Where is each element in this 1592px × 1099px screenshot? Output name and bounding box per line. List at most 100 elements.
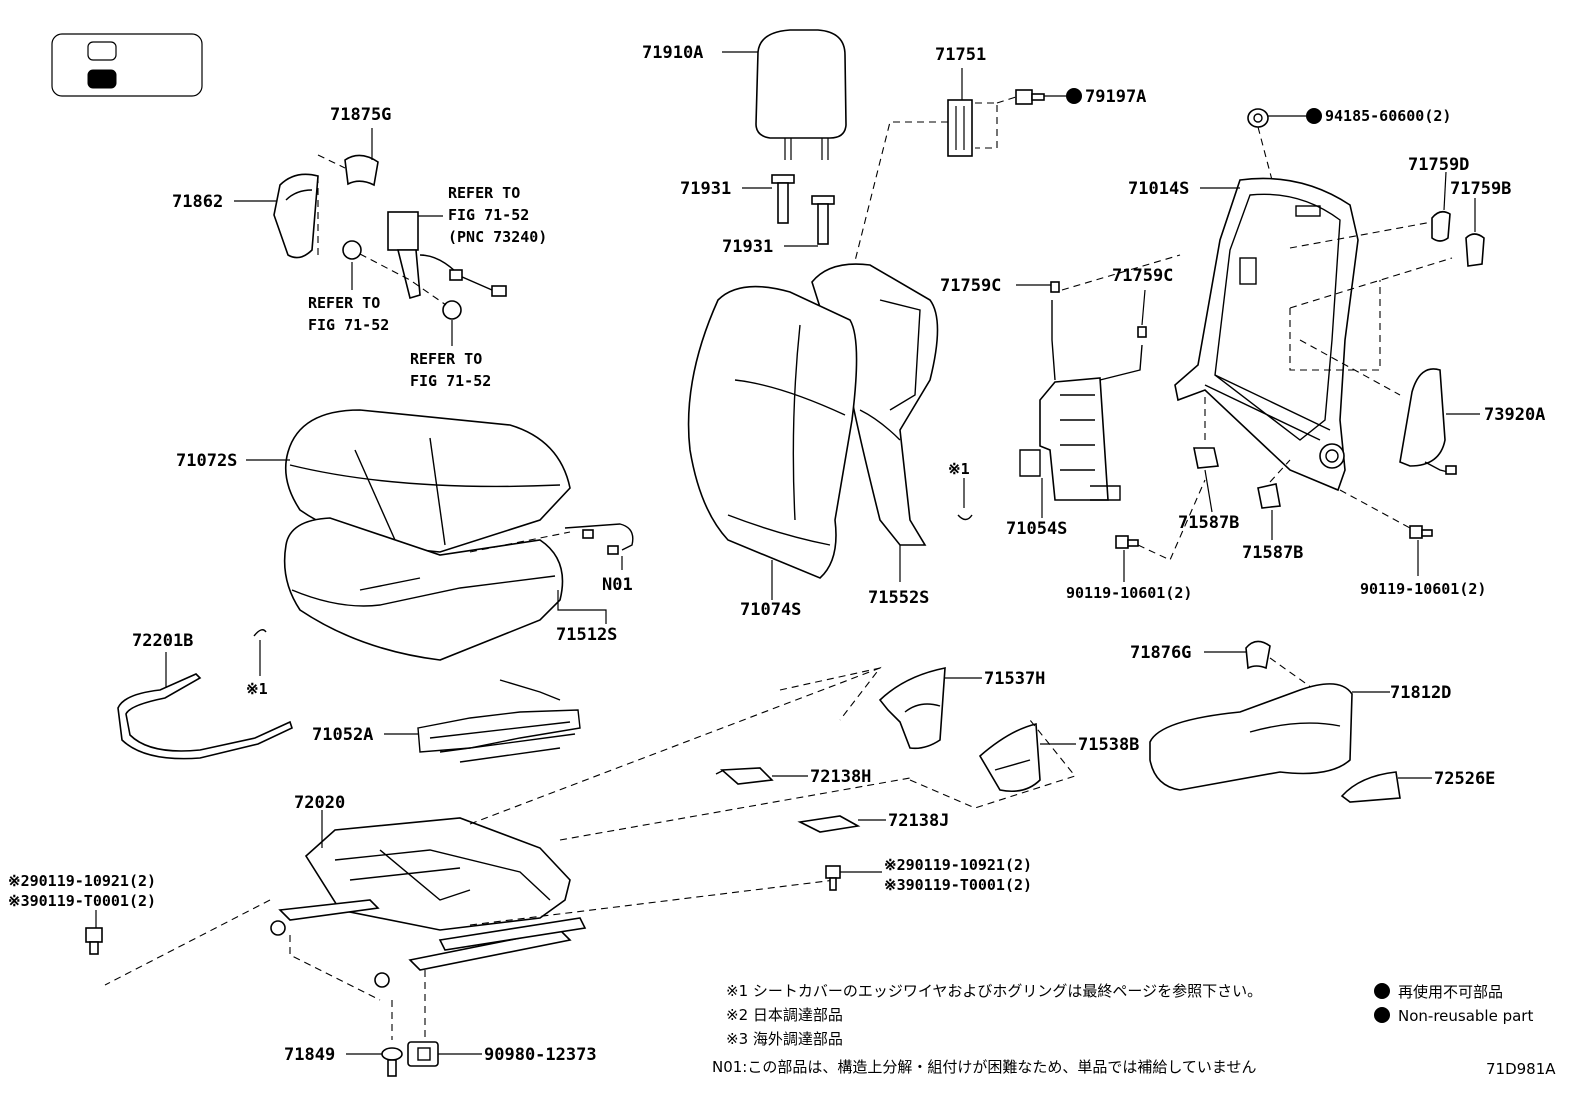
cover-72526E-part	[1340, 771, 1401, 803]
cover-71537H-part	[878, 667, 946, 750]
nut-94185-part	[1247, 108, 1269, 128]
label-71759D: 71759D	[1408, 155, 1469, 175]
label-left-290119: ※290119-10921(2)	[8, 872, 156, 890]
label-72526E: 72526E	[1434, 769, 1495, 789]
washer-part	[342, 240, 462, 320]
view-legend-box	[51, 33, 203, 97]
refer-label-2b: FIG 71-52	[308, 316, 389, 334]
wire-72201B-part	[117, 673, 293, 760]
note-1: ※1 シートカバーのエッジワイヤおよびホグリングは最終ページを参照下さい。	[726, 982, 1262, 1000]
bolt-79197A-part	[1015, 89, 1045, 105]
shield-71812D-part	[1149, 683, 1353, 791]
non-reusable-dot	[1306, 108, 1322, 124]
label-73920A: 73920A	[1484, 405, 1545, 425]
refer-label-1c: (PNC 73240)	[448, 228, 547, 246]
refer-label-1a: REFER TO	[448, 184, 520, 202]
label-71759C-b: 71759C	[1112, 266, 1173, 286]
label-71876G: 71876G	[1130, 643, 1191, 663]
legend-ja: 再使用不可部品	[1398, 983, 1503, 1001]
label-71552S: 71552S	[868, 588, 929, 608]
label-72138J: 72138J	[888, 811, 949, 831]
non-reusable-dot	[1066, 88, 1082, 104]
headrest-guide-part	[771, 174, 835, 245]
label-94185: 94185-60600(2)	[1325, 107, 1451, 125]
cover-71875G-part	[344, 154, 379, 187]
cover-71876G-part	[1245, 640, 1271, 670]
label-71014S: 71014S	[1128, 179, 1189, 199]
label-N01: N01	[602, 575, 633, 595]
seat-back-cover-71074S-part	[687, 285, 858, 579]
label-90119-a: 90119-10601(2)	[1066, 584, 1192, 602]
bracket-72138H-part	[715, 767, 774, 785]
bolt-90119-part	[1115, 525, 1433, 549]
label-71052A: 71052A	[312, 725, 373, 745]
seat-belt-buckle-part	[387, 211, 507, 300]
pin-71849-part	[381, 1047, 403, 1077]
label-71072S: 71072S	[176, 451, 237, 471]
note-3: ※3 海外調達部品	[726, 1030, 843, 1048]
side-airbag-73920A-part	[1399, 368, 1457, 475]
seat-cushion-cover-71072S-part	[284, 409, 571, 553]
mark-1-a: ※1	[948, 460, 970, 478]
label-71862: 71862	[172, 192, 223, 212]
note-2: ※2 日本調達部品	[726, 1006, 843, 1024]
bracket-71587B-part	[1193, 447, 1281, 509]
label-71875G: 71875G	[330, 105, 391, 125]
label-left-390119: ※390119-T0001(2)	[8, 892, 156, 910]
seat-adjuster-72020-part	[270, 817, 587, 988]
label-79197A: 79197A	[1085, 87, 1146, 107]
cover-71538B-part	[978, 723, 1041, 793]
label-71054S: 71054S	[1006, 519, 1067, 539]
mark-1-b: ※1	[246, 680, 268, 698]
clip-71759C-part	[1050, 281, 1060, 293]
hog-ring-icon	[957, 514, 973, 521]
label-72138H: 72138H	[810, 767, 871, 787]
label-71537H: 71537H	[984, 669, 1045, 689]
label-71587B-b: 71587B	[1242, 543, 1303, 563]
refer-label-3b: FIG 71-52	[410, 372, 491, 390]
legend-dot	[1374, 1007, 1390, 1023]
seat-back-frame-71014S-part	[1174, 177, 1359, 492]
refer-label-3a: REFER TO	[410, 350, 482, 368]
label-71587B-a: 71587B	[1178, 513, 1239, 533]
label-71910A: 71910A	[642, 43, 703, 63]
label-72201B: 72201B	[132, 631, 193, 651]
label-90980: 90980-12373	[484, 1045, 597, 1065]
cover-71759D-part	[1431, 210, 1451, 242]
lumbar-support-71054S-part	[1019, 300, 1143, 501]
bolt-90119-right-part	[825, 865, 841, 891]
label-72020: 72020	[294, 793, 345, 813]
legend-en: Non-reusable part	[1398, 1007, 1533, 1025]
bracket-72138J-part	[797, 815, 861, 833]
hog-ring-icon	[253, 629, 267, 637]
label-71931-b: 71931	[722, 237, 773, 257]
label-71512S: 71512S	[556, 625, 617, 645]
clip-71759C-part	[1137, 326, 1147, 338]
label-71759B: 71759B	[1450, 179, 1511, 199]
refer-label-2a: REFER TO	[308, 294, 380, 312]
wire-harness-N01-part	[564, 523, 634, 555]
label-71538B: 71538B	[1078, 735, 1139, 755]
label-71751: 71751	[935, 45, 986, 65]
cover-71759B-part	[1465, 233, 1485, 267]
label-71812D: 71812D	[1390, 683, 1451, 703]
cover-71862-part	[273, 173, 319, 259]
refer-label-1b: FIG 71-52	[448, 206, 529, 224]
legend-dot	[1374, 983, 1390, 999]
figure-id: 71D981A	[1486, 1060, 1556, 1078]
label-71074S: 71074S	[740, 600, 801, 620]
headrest-part	[755, 29, 847, 160]
label-right-390119: ※390119-T0001(2)	[884, 876, 1032, 894]
bracket-71751-part	[947, 99, 973, 157]
seat-cushion-pad-71512S-part	[283, 517, 564, 661]
note-N01: N01:この部品は、構造上分解・組付けが困難なため、単品では補給していません	[712, 1058, 1256, 1076]
spring-71052A-part	[417, 679, 581, 763]
label-90119-b: 90119-10601(2)	[1360, 580, 1486, 598]
label-71849: 71849	[284, 1045, 335, 1065]
bolt-90119-left-part	[85, 927, 103, 955]
connector-90980-part	[407, 1041, 439, 1067]
label-right-290119: ※290119-10921(2)	[884, 856, 1032, 874]
label-71759C-a: 71759C	[940, 276, 1001, 296]
label-71931-a: 71931	[680, 179, 731, 199]
